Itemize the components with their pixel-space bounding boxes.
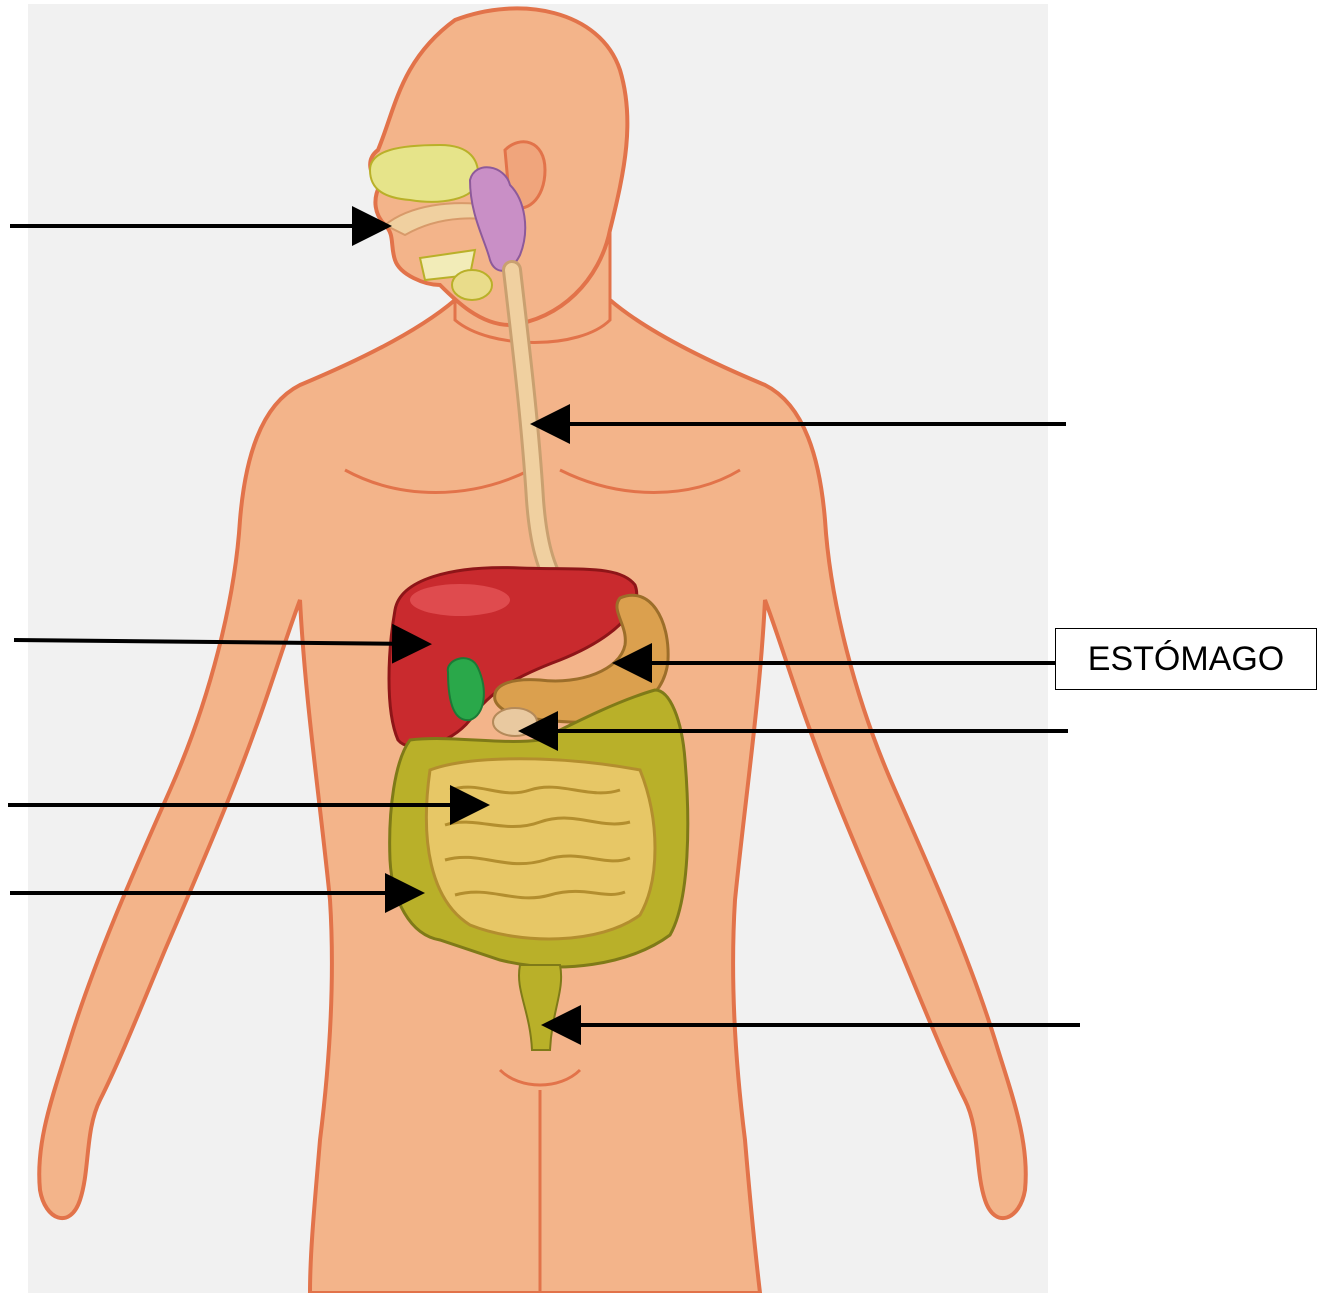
tongue: [452, 270, 492, 300]
nasal-cavity: [370, 145, 478, 202]
gallbladder: [448, 658, 484, 720]
stomach-label-box: ESTÓMAGO: [1055, 628, 1317, 690]
stomach-label: ESTÓMAGO: [1088, 640, 1284, 679]
liver-highlight: [410, 584, 510, 616]
small-intestine: [426, 759, 655, 939]
